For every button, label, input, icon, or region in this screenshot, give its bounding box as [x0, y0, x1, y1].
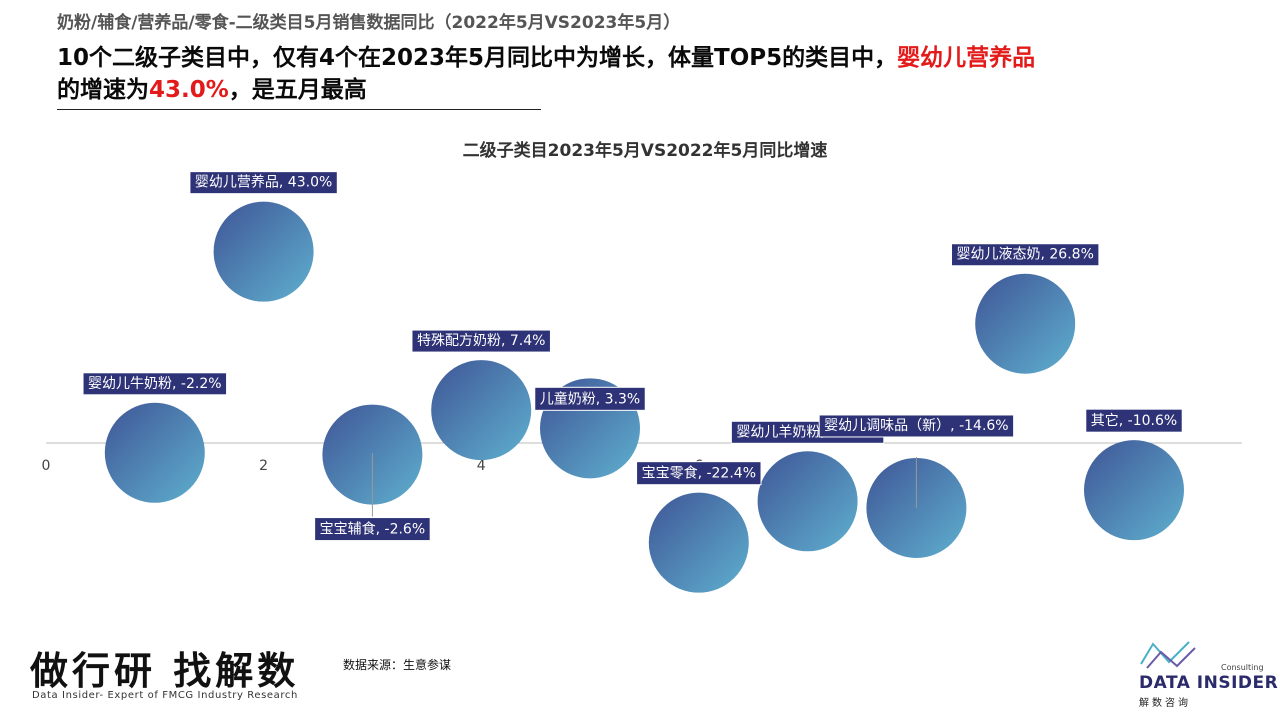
data-label-text: 宝宝零食, -22.4%: [642, 465, 756, 482]
data-label-text: 婴幼儿营养品, 43.0%: [195, 175, 332, 191]
data-label: 儿童奶粉, 3.3%: [534, 386, 646, 411]
data-label: 宝宝辅食, -2.6%: [314, 517, 431, 542]
logo-brand: DATA INSIDER: [1139, 673, 1279, 693]
top-title: 奶粉/辅食/营养品/零食-二级类目5月销售数据同比（2022年5月VS2023年…: [57, 13, 681, 33]
x-tick-label: 2: [259, 458, 268, 474]
data-label-box: [818, 414, 1015, 438]
data-label: 婴幼儿调味品（新）, -14.6%: [818, 414, 1015, 438]
data-label-box: [951, 243, 1100, 267]
logo-consulting: Consulting: [1221, 663, 1264, 672]
bubble-point: [104, 402, 205, 503]
footer-slogan: 做行研 找解数: [30, 648, 300, 693]
headline-line2-prefix: 的增速为: [57, 77, 149, 103]
headline-highlight-category: 婴幼儿营养品: [897, 45, 1036, 71]
bubble-point: [975, 273, 1076, 374]
x-tick-label: 0: [42, 458, 51, 474]
data-source: 数据来源：生意参谋: [343, 658, 452, 672]
data-label-box: [189, 171, 338, 195]
data-label: 宝宝零食, -22.4%: [636, 461, 762, 486]
data-label-box: [1085, 408, 1183, 433]
bubble-point: [648, 492, 749, 593]
data-label-text: 特殊配方奶粉, 7.4%: [417, 333, 545, 349]
bubble-point: [431, 360, 532, 461]
data-label-box: [534, 386, 646, 411]
data-label-text: 宝宝辅食, -2.6%: [320, 521, 426, 538]
data-label-text: 儿童奶粉, 3.3%: [540, 390, 640, 407]
headline-line2-suffix: ，是五月最高: [228, 77, 367, 103]
data-label: 婴幼儿牛奶粉, -2.2%: [82, 372, 228, 396]
data-label: 特殊配方奶粉, 7.4%: [411, 329, 551, 353]
bubble-chart: 0246810 婴幼儿牛奶粉, -2.2%婴幼儿营养品, 43.0%宝宝辅食, …: [42, 171, 1242, 593]
headline: 10个二级子类目中，仅有4个在2023年5月同比中为增长，体量TOP5的类目中，…: [57, 42, 1035, 106]
logo-mark-icon: [1140, 641, 1196, 669]
headline-highlight-rate: 43.0%: [149, 77, 229, 103]
data-label-box: [82, 372, 228, 396]
bubble-point: [757, 451, 858, 552]
data-label-text: 其它, -10.6%: [1091, 412, 1177, 429]
data-label-box: [314, 517, 431, 542]
x-tick-label: 4: [477, 458, 486, 474]
headline-underline: [57, 109, 541, 110]
headline-line1: 10个二级子类目中，仅有4个在2023年5月同比中为增长，体量TOP5的类目中，: [57, 45, 898, 71]
footer-slogan-sub: Data Insider- Expert of FMCG Industry Re…: [32, 690, 298, 701]
bubble-point: [1084, 440, 1184, 541]
data-label-text: 婴幼儿牛奶粉, -2.2%: [88, 376, 222, 392]
data-label: 婴幼儿营养品, 43.0%: [189, 171, 338, 195]
logo-brand-cn: 解数咨询: [1139, 698, 1191, 709]
data-label-box: [636, 461, 762, 486]
chart-title: 二级子类目2023年5月VS2022年5月同比增速: [462, 141, 828, 161]
data-label-box: [411, 329, 551, 353]
data-insider-logo: Consulting DATA INSIDER 解数咨询: [1135, 636, 1278, 714]
data-label: 婴幼儿液态奶, 26.8%: [951, 243, 1100, 267]
data-label-text: 婴幼儿调味品（新）, -14.6%: [824, 418, 1008, 434]
bubble-point: [213, 201, 314, 302]
data-label-text: 婴幼儿液态奶, 26.8%: [957, 247, 1094, 263]
data-label: 其它, -10.6%: [1085, 408, 1183, 433]
